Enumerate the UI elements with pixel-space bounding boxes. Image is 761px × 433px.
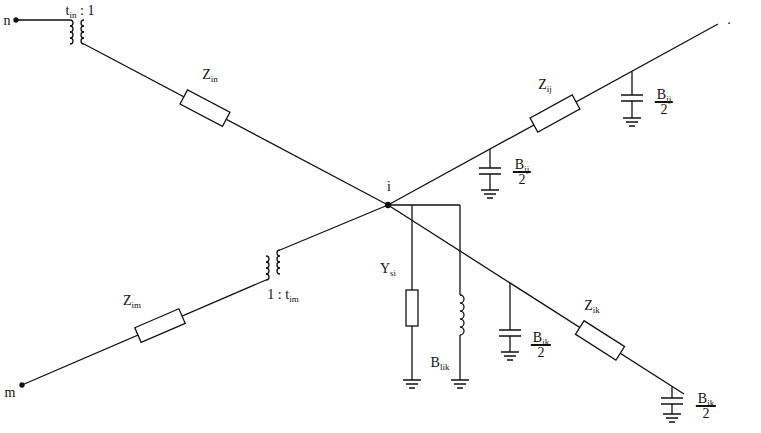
susceptance-label: Bik 2 [531, 330, 551, 360]
ratio-label: 1 : tim [265, 287, 300, 302]
ground-symbol [481, 190, 499, 198]
ground-symbol [451, 380, 469, 388]
ground-symbol [663, 414, 681, 422]
ground-symbol [623, 118, 641, 126]
impedance-box [530, 95, 580, 132]
admittance-label: Ysi [378, 261, 398, 276]
impedance-label: Zin [200, 67, 220, 82]
impedance-symbol [575, 321, 624, 360]
susceptance-label: Blik [429, 355, 452, 370]
ground-symbol [403, 380, 421, 388]
impedance-label: Zij [536, 77, 554, 92]
wire [459, 205, 460, 380]
impedance-symbol [180, 90, 230, 127]
wire [280, 205, 388, 250]
susceptance-label: Bij 2 [513, 157, 531, 187]
transformer-coil [70, 20, 73, 44]
transformer-coil [81, 20, 84, 44]
wire [388, 205, 684, 394]
capacitor-symbol [479, 149, 501, 190]
impedance-box [135, 309, 185, 343]
impedance-symbol [135, 309, 185, 343]
bus-label: . [725, 12, 733, 27]
ratio-label: tin : 1 [64, 3, 97, 18]
bus-label: n [2, 13, 13, 28]
impedance-box [575, 321, 624, 360]
wire [388, 24, 718, 205]
susceptance-label: Bij 2 [655, 87, 673, 117]
inductor-symbol [460, 295, 464, 335]
admittance-box [406, 290, 418, 326]
terminal-dot [20, 383, 24, 387]
wire [388, 204, 460, 205]
impedance-label: Zim [121, 293, 143, 308]
susceptance-label: Bik 2 [696, 391, 716, 421]
bus-label: i [385, 179, 393, 194]
ground-symbol [501, 352, 519, 360]
wire [22, 280, 266, 385]
bus-dot [386, 203, 391, 208]
wire [16, 19, 70, 20]
capacitor-symbol [499, 283, 521, 352]
transformer-coil [277, 250, 280, 274]
capacitor-symbol [621, 71, 643, 118]
transformer-coil [266, 256, 269, 280]
bus-label: m [3, 385, 18, 400]
impedance-box [180, 90, 230, 127]
capacitor-symbol [661, 386, 683, 414]
wire [84, 44, 388, 205]
impedance-symbol [530, 95, 580, 132]
impedance-label: Zik [582, 298, 602, 313]
circuit [14, 18, 718, 422]
